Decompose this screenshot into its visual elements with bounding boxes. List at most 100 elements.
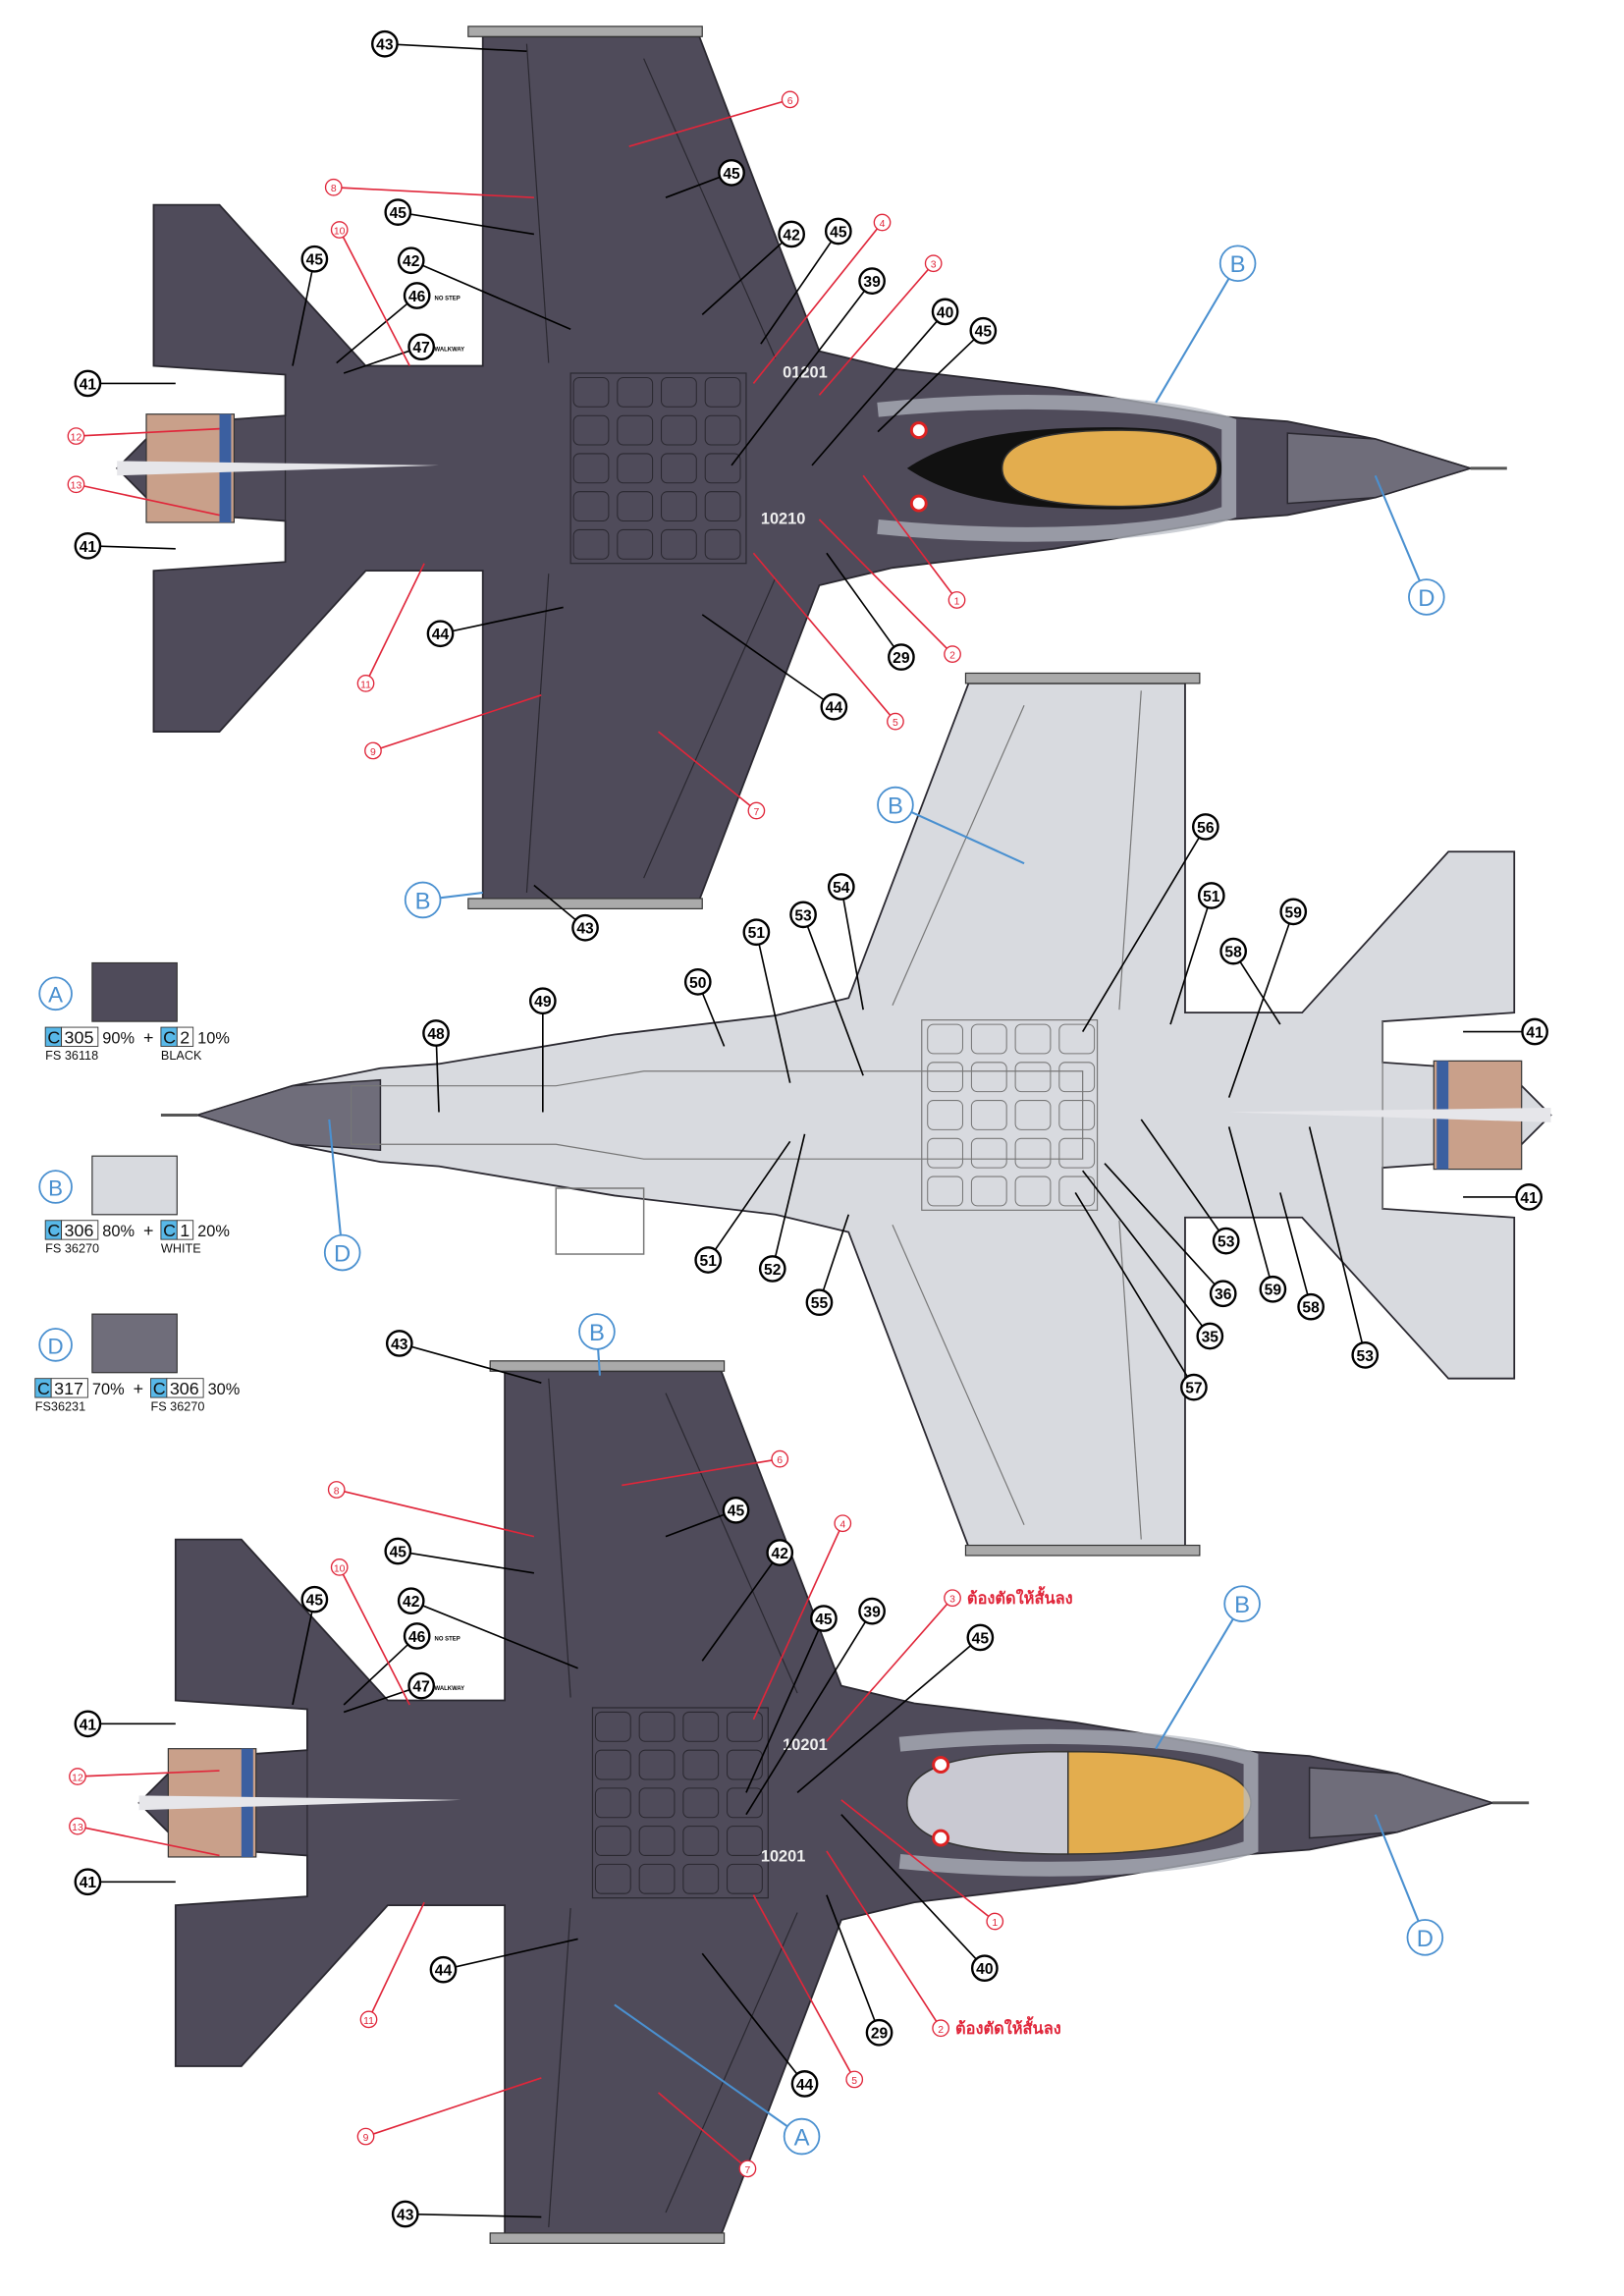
- callout-circle: [1515, 1183, 1543, 1211]
- callout-circle: [385, 1330, 413, 1357]
- callout-circle: [944, 1589, 961, 1608]
- leader-line: [1227, 911, 1295, 1098]
- callout-blue-B: B: [578, 1313, 616, 1376]
- callout-black-42: 42: [701, 220, 805, 316]
- callout-circle: [426, 620, 455, 648]
- callout-circle: [528, 987, 557, 1015]
- serial-number: 01201: [783, 363, 828, 381]
- access-panel: [660, 376, 697, 408]
- callout-number: 10: [334, 1563, 346, 1574]
- callout-circle: [69, 1768, 86, 1785]
- callout-black-41: 41: [74, 1868, 176, 1896]
- callout-black-40: 40: [840, 1814, 999, 1983]
- leader-line: [622, 1457, 781, 1487]
- callout-number: 45: [815, 1612, 833, 1628]
- callout-circle: [403, 282, 431, 309]
- leader-line: [77, 1825, 220, 1857]
- callout-number: 51: [700, 1253, 718, 1270]
- access-panel: [970, 1175, 1007, 1207]
- access-panel: [638, 1863, 676, 1894]
- leader-line: [752, 1894, 855, 2080]
- callout-circle: [324, 178, 343, 196]
- callout-circle: [747, 801, 766, 820]
- callout-red-11: 11: [359, 1901, 425, 2029]
- callout-number: 57: [1185, 1381, 1202, 1397]
- callout-number: 55: [811, 1295, 829, 1312]
- callout-circle: [1259, 1275, 1287, 1303]
- leader-line: [802, 914, 864, 1076]
- plus-sign: +: [134, 1379, 143, 1398]
- callout-number: 45: [728, 1503, 745, 1520]
- callout-circle: [1297, 1292, 1325, 1321]
- access-panel: [682, 1863, 720, 1894]
- leader-line: [365, 2077, 542, 2138]
- callout-number: 5: [851, 2076, 857, 2087]
- callout-circle: [384, 198, 412, 226]
- paint-number-box: [61, 1220, 99, 1240]
- leader-line: [752, 1522, 844, 1721]
- callout-number: 4: [880, 219, 886, 230]
- callout-circle: [356, 675, 375, 692]
- access-panel: [682, 1711, 720, 1742]
- access-panel: [727, 1863, 763, 1894]
- access-panel: [594, 1749, 631, 1780]
- callout-circle: [384, 1537, 412, 1565]
- callout-circle: [887, 712, 904, 731]
- callout-circle: [429, 1955, 458, 1984]
- leader-line: [840, 1814, 986, 1969]
- legend-letter: B: [48, 1175, 63, 1200]
- leader-line: [1074, 1192, 1195, 1389]
- access-panel: [594, 1826, 631, 1856]
- callout-circle: [1209, 1280, 1237, 1308]
- spine-highlight: [1228, 1108, 1551, 1122]
- paint-percent: 10%: [197, 1029, 230, 1047]
- leader-line: [384, 42, 527, 52]
- leader-line: [614, 2003, 803, 2138]
- callout-circle: [858, 1597, 886, 1625]
- nose-radome: [1286, 432, 1474, 505]
- leader-line: [818, 262, 935, 396]
- leader-line: [292, 1599, 316, 1706]
- paint-number-box: [50, 1378, 88, 1398]
- callout-number: 42: [772, 1546, 789, 1562]
- callout-circle: [805, 1288, 834, 1317]
- color-callout-circle: [404, 881, 442, 919]
- access-panel: [970, 1062, 1007, 1093]
- callout-circle: [932, 2019, 949, 2038]
- color-callout-circle: [1406, 1919, 1444, 1956]
- callout-circle: [571, 913, 599, 942]
- serial-number: 10201: [761, 1847, 806, 1865]
- aircraft-upper-2: [137, 1360, 1530, 2244]
- access-panel: [1058, 1137, 1096, 1169]
- leader-line: [894, 803, 1025, 865]
- wingtip-rail: [964, 672, 1201, 684]
- color-callout-letter: D: [1418, 585, 1435, 612]
- slat-line: [643, 577, 777, 879]
- color-callout-letter: B: [589, 1320, 605, 1346]
- callout-circle: [1279, 898, 1308, 926]
- callout-number: 49: [534, 994, 552, 1011]
- callout-black-58: 58: [1219, 937, 1281, 1025]
- color-swatch: [91, 1313, 178, 1374]
- leader-line: [1155, 1603, 1243, 1750]
- callout-red-10: 10: [330, 221, 410, 366]
- callout-number: 43: [376, 37, 394, 54]
- cut-shorter-note: ต้องตัดให้สั้นลง: [955, 2016, 1061, 2038]
- callout-blue-B: B: [1155, 245, 1257, 404]
- callout-circle: [330, 1558, 349, 1576]
- walkway-label: WALKWAY: [435, 348, 465, 354]
- callout-black-58: 58: [1279, 1192, 1325, 1321]
- canopy-surround: [877, 395, 1237, 542]
- callout-number: 35: [1202, 1329, 1219, 1345]
- callout-black-48: 48: [422, 1019, 450, 1113]
- callout-circle: [845, 2070, 864, 2089]
- leader-line: [826, 1850, 942, 2029]
- callout-black-46: 46: [343, 1622, 431, 1706]
- callout-number: 44: [435, 1963, 453, 1980]
- callout-number: 5: [893, 718, 898, 729]
- leader-line: [752, 222, 884, 384]
- callout-circle: [970, 1954, 999, 1983]
